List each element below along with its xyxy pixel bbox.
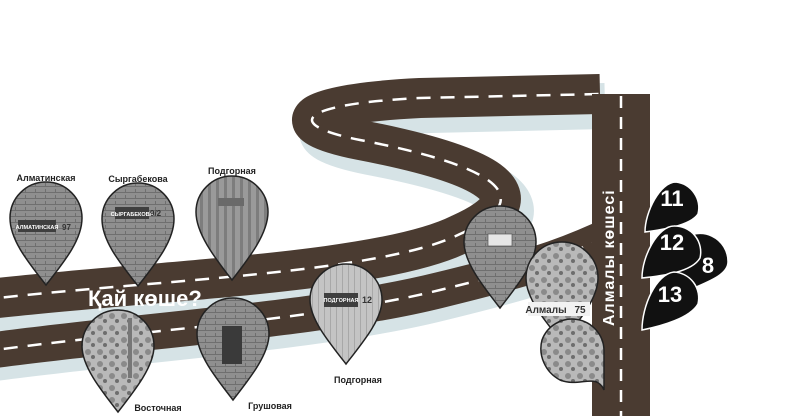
street-sign [115,207,149,219]
photo-pin [9,181,83,287]
road-center-line [0,92,601,300]
street-sign [18,220,56,232]
svg-text:АЛМАТИНСКАЯ: АЛМАТИНСКАЯ [16,225,59,231]
svg-text:13: 13 [658,282,682,307]
gate-door [222,326,242,364]
photo-pin [81,309,155,414]
pin-label: Подгорная [334,375,382,385]
photo-pin [525,241,599,344]
pin-label: Восточная [134,403,181,413]
house-marker-11[interactable]: 11 [644,181,700,233]
quiz-title: Қай көше? [88,286,202,311]
house-marker-12[interactable]: 12 [641,225,702,279]
photo-pin [195,175,269,282]
street-name-title: Алмалы көшесі [601,189,618,326]
street-pin-almatinskaya[interactable]: Алматинская АЛМАТИНСКАЯ 97 [9,173,83,287]
svg-text:ПОДГОРНАЯ: ПОДГОРНАЯ [324,298,359,304]
street-pin-grushovaya[interactable]: Грушовая [196,297,292,411]
pole [128,318,132,378]
svg-text:11: 11 [660,186,683,211]
street-sign [528,302,590,316]
svg-text:12: 12 [362,295,372,305]
street-sign [324,293,358,307]
street-pin-podgornaya-top[interactable]: Подгорная [195,166,269,282]
house-marker-13[interactable]: 13 [641,271,700,331]
house-plate [487,233,513,247]
pin-label: Грушовая [248,401,292,411]
street-pin-house[interactable] [540,318,605,391]
street-pin-vostochnaya[interactable]: Восточная [81,309,182,414]
street-pin-syrgabekova[interactable]: Сыргабекова СЫРГАБЕКОВА 9/2 [101,174,175,288]
svg-text:Алмалы: Алмалы [525,305,566,316]
street-pin-podgornaya-bottom[interactable]: ПОДГОРНАЯ 12 Подгорная [309,263,383,385]
gate [218,198,244,206]
svg-text:75: 75 [574,305,586,316]
pin-label: Сыргабекова [108,174,168,184]
street-pin-curve[interactable] [463,205,537,310]
pin-label: Алматинская [17,173,76,183]
svg-text:97: 97 [62,223,71,232]
house-number-markers: 8 11 12 13 [641,181,729,331]
svg-text:9/2: 9/2 [150,209,162,218]
photo-pin [309,263,383,366]
photo-pin [540,318,605,391]
pin-label: Подгорная [208,166,256,176]
svg-text:8: 8 [702,253,714,278]
svg-text:СЫРГАБЕКОВА: СЫРГАБЕКОВА [111,212,154,218]
street-pin-almaly-75[interactable]: Алмалы 75 [525,241,599,344]
svg-text:12: 12 [660,230,684,255]
